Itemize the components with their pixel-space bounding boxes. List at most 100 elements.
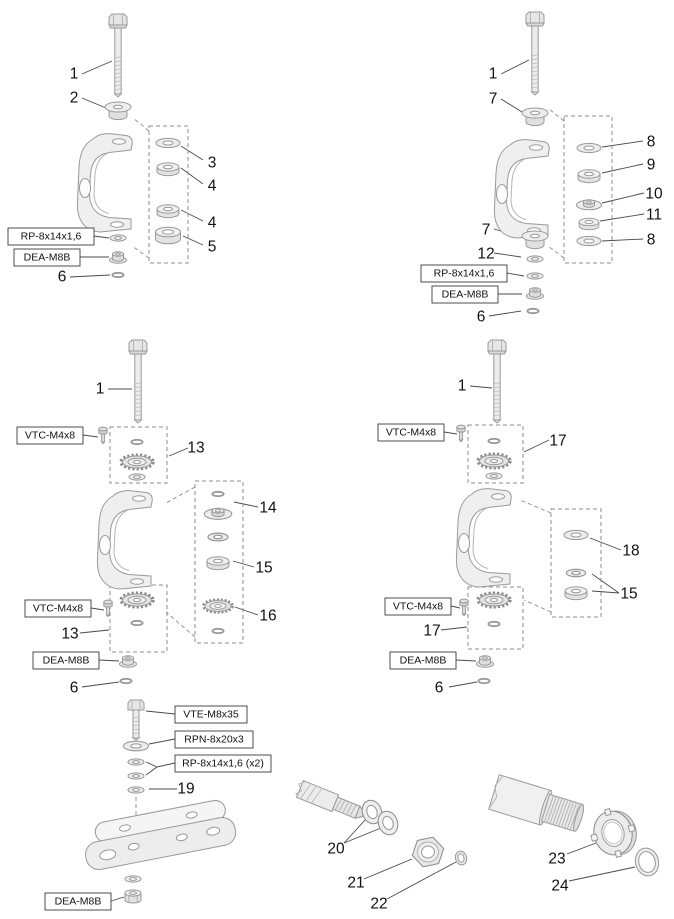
o-ring (454, 850, 468, 866)
snap-ring (119, 677, 133, 685)
leader-lines (69, 60, 204, 278)
assembly-bottom-left: 19 VTE-M8x35 RPN-8x20x3 RP-8x14x1,6 (x2)… (44, 699, 272, 911)
part-code-label: DEA-M8B (24, 252, 71, 264)
callout-5: 5 (208, 239, 217, 256)
hex-bolt (525, 11, 545, 96)
callout-6: 6 (58, 269, 67, 286)
large-washer (122, 740, 150, 752)
snap-ring (130, 438, 144, 446)
leader-lines (79, 388, 259, 688)
part-code-box: DEA-M8B (13, 248, 81, 267)
callout-1: 1 (458, 378, 467, 395)
knurled-adjuster (476, 591, 512, 609)
spherical-washer (361, 799, 383, 825)
callout-7: 7 (489, 91, 498, 108)
callout-4: 4 (208, 215, 217, 232)
small-washer (485, 472, 503, 480)
part-code-box: DEA-M8B (431, 285, 499, 304)
callout-1: 1 (489, 66, 498, 83)
callout-6: 6 (70, 680, 79, 697)
shock-body (488, 774, 585, 832)
callout-24: 24 (551, 878, 569, 895)
cup-washer (206, 556, 230, 571)
callout-13: 13 (61, 626, 78, 643)
mount-bracket (493, 139, 550, 239)
assembly-top-right: 1 7 8 9 10 11 8 7 12 6 RP-8x14x1,6 DEA-M… (420, 11, 663, 326)
small-washer (127, 758, 145, 766)
spacer-ring (634, 847, 660, 877)
part-code-label: RPN-8x20x3 (184, 734, 244, 746)
mount-bracket (96, 490, 153, 590)
callout-21: 21 (347, 875, 364, 892)
small-washer (124, 875, 142, 883)
knurled-adjuster (476, 452, 512, 470)
dashed-group-box (148, 125, 189, 264)
part-code-box: RP-8x14x1,6 (420, 264, 508, 283)
callout-12: 12 (477, 246, 494, 263)
leader-lines (566, 842, 636, 882)
snap-ring (526, 307, 540, 315)
snap-ring (487, 620, 501, 628)
washer (563, 529, 589, 541)
small-washer (127, 772, 145, 780)
part-code-box: VTE-M8x35 (174, 705, 248, 724)
leader-lines (110, 710, 177, 902)
callout-8: 8 (647, 232, 656, 249)
callout-17: 17 (423, 623, 440, 640)
hex-nut (124, 889, 142, 904)
assembly-top-left: 1 2 3 4 4 5 6 RP-8x14x1,6 DEA-M8B (7, 13, 217, 286)
callout-18: 18 (622, 543, 639, 560)
assembly-bottom-right: 23 24 (488, 774, 660, 895)
callout-11: 11 (646, 207, 662, 224)
dashed-group-box (563, 115, 613, 264)
callout-15: 15 (620, 586, 637, 603)
set-screw (456, 424, 466, 443)
ring-nut (590, 808, 637, 858)
part-code-label: DEA-M8B (55, 896, 102, 908)
mount-bracket (76, 133, 133, 233)
part-code-box: RPN-8x20x3 (174, 730, 254, 749)
callout-17: 17 (549, 433, 566, 450)
small-washer (109, 234, 127, 242)
set-screw (103, 599, 113, 618)
part-code-box: DEA-M8B (44, 892, 112, 911)
hex-bolt (108, 13, 128, 98)
flange-nut (526, 287, 544, 300)
callout-3: 3 (208, 155, 217, 172)
part-code-label: RP-8x14x1,6 (434, 268, 495, 280)
small-washer (526, 255, 544, 263)
dashed-connector (131, 245, 150, 259)
callout-15: 15 (255, 560, 272, 577)
part-code-box: VTC-M4x8 (377, 423, 445, 442)
dashed-connector (547, 245, 565, 259)
small-washer (565, 568, 587, 578)
small-washer (128, 473, 146, 481)
callout-20: 20 (327, 841, 345, 858)
washer (576, 235, 602, 247)
part-code-label: RP-8x14x1,6 (21, 231, 82, 243)
part-code-box: DEA-M8B (32, 651, 100, 670)
snap-ring (111, 271, 125, 279)
dashed-group-box (109, 426, 168, 484)
part-code-box: RP-8x14x1,6 (x2) (174, 754, 272, 773)
flange-nut (109, 251, 127, 264)
callout-6: 6 (435, 680, 444, 697)
callout-7: 7 (482, 222, 491, 239)
snap-ring (130, 619, 144, 627)
part-code-label: VTC-M4x8 (393, 601, 443, 613)
part-code-label: DEA-M8B (400, 655, 447, 667)
part-code-label: VTC-M4x8 (33, 603, 83, 615)
dashed-connector (548, 108, 565, 122)
bushing (155, 226, 181, 245)
leader-lines (488, 59, 645, 317)
dashed-group-box (194, 480, 244, 644)
knurled-adjuster (119, 453, 155, 471)
snap-ring (211, 627, 225, 635)
snap-ring (487, 437, 501, 445)
dashed-group-box (467, 424, 524, 484)
cup-washer (578, 217, 600, 231)
hub-washer (576, 199, 602, 211)
part-code-box: DEA-M8B (389, 651, 457, 670)
washer-bushing (521, 107, 549, 127)
knurled-adjuster (202, 598, 234, 614)
